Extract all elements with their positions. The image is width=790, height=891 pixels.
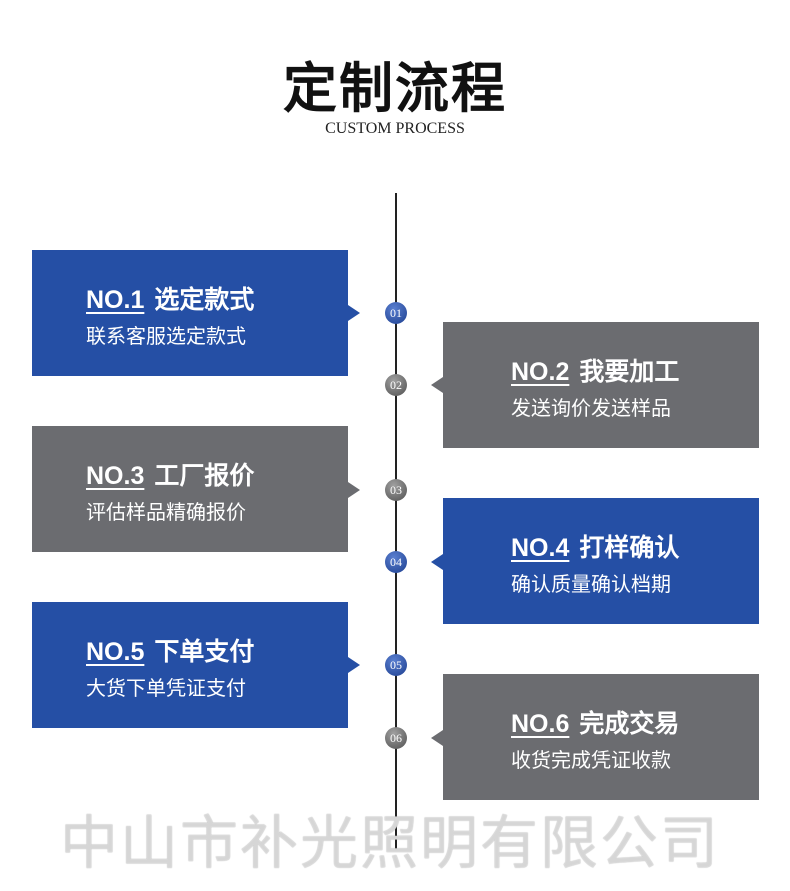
timeline-marker: 04 (385, 551, 407, 573)
watermark: 中山市补光照明有限公司 (60, 809, 721, 877)
timeline-marker: 02 (385, 374, 407, 396)
step-title: 工厂报价 (154, 461, 255, 490)
step-card-5: NO.5 下单支付 大货下单凭证支付 (32, 602, 360, 728)
pointer-arrow-icon (348, 657, 360, 673)
timeline-marker: 05 (385, 654, 407, 676)
step-card-2: NO.2 我要加工 发送询价发送样品 (431, 322, 759, 448)
timeline-marker: 03 (385, 479, 407, 501)
step-title: 打样确认 (579, 533, 680, 562)
timeline-line (395, 193, 397, 851)
page-title: 定制流程 (283, 57, 507, 120)
step-description: 联系客服选定款式 (86, 324, 246, 348)
step-title: 选定款式 (154, 285, 255, 314)
pointer-arrow-icon (431, 377, 443, 393)
step-number: NO.2 (511, 358, 570, 386)
step-description: 收货完成凭证收款 (511, 748, 671, 772)
step-title: 我要加工 (579, 357, 680, 386)
step-description: 确认质量确认档期 (511, 572, 671, 596)
pointer-arrow-icon (348, 305, 360, 321)
timeline-marker: 06 (385, 727, 407, 749)
step-card-6: NO.6 完成交易 收货完成凭证收款 (431, 674, 759, 800)
step-title: 下单支付 (154, 637, 255, 666)
pointer-arrow-icon (431, 730, 443, 746)
step-card-1: NO.1 选定款式 联系客服选定款式 (32, 250, 360, 376)
step-number: NO.3 (86, 462, 145, 490)
step-number: NO.5 (86, 638, 145, 666)
step-number: NO.1 (86, 286, 145, 314)
step-number: NO.4 (511, 534, 570, 562)
step-card-3: NO.3 工厂报价 评估样品精确报价 (32, 426, 360, 552)
pointer-arrow-icon (431, 554, 443, 570)
step-description: 大货下单凭证支付 (86, 676, 246, 700)
timeline-marker: 01 (385, 302, 407, 324)
step-card-4: NO.4 打样确认 确认质量确认档期 (431, 498, 759, 624)
page-subtitle: CUSTOM PROCESS (325, 120, 465, 137)
pointer-arrow-icon (348, 482, 360, 498)
step-description: 发送询价发送样品 (511, 396, 671, 420)
step-title: 完成交易 (579, 709, 680, 738)
step-description: 评估样品精确报价 (86, 500, 246, 524)
step-number: NO.6 (511, 710, 570, 738)
